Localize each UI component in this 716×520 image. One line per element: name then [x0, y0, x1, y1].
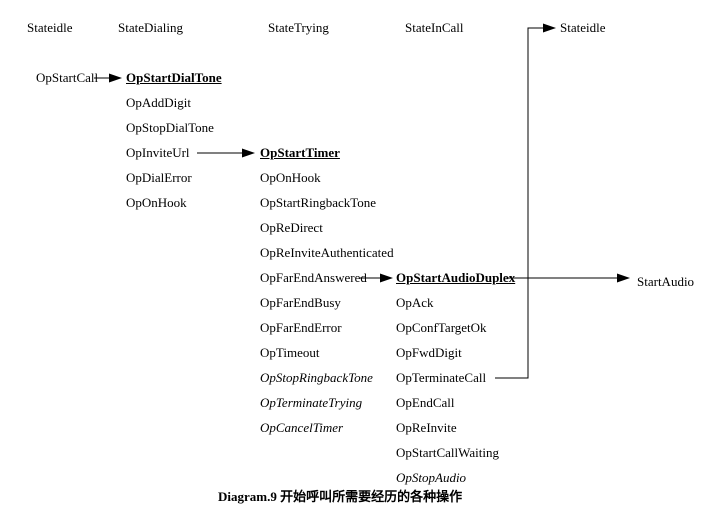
start-audio-label: StartAudio — [637, 274, 695, 289]
op-invite-url: OpInviteUrl — [126, 145, 190, 160]
op-far-end-answered: OpFarEndAnswered — [260, 270, 367, 285]
transition-arrow-far-end-answered — [360, 273, 393, 283]
op-terminate-call: OpTerminateCall — [396, 370, 487, 385]
diagram-caption: Diagram.9 开始呼叫所需要经历的各种操作 — [218, 489, 463, 504]
op-add-digit: OpAddDigit — [126, 95, 191, 110]
op-on-hook-dialing: OpOnHook — [126, 195, 187, 210]
op-dial-error: OpDialError — [126, 170, 192, 185]
state-header-idle-left: Stateidle — [27, 20, 73, 35]
op-fwd-digit: OpFwdDigit — [396, 345, 462, 360]
state-header-idle-right: Stateidle — [560, 20, 606, 35]
op-ack: OpAck — [396, 295, 434, 310]
op-stop-audio: OpStopAudio — [396, 470, 467, 485]
op-timeout: OpTimeout — [260, 345, 320, 360]
op-far-end-busy: OpFarEndBusy — [260, 295, 341, 310]
state-header-incall: StateInCall — [405, 20, 464, 35]
op-start-call: OpStartCall — [36, 70, 99, 85]
op-start-audio-duplex: OpStartAudioDuplex — [396, 270, 516, 285]
op-start-dial-tone: OpStartDialTone — [126, 70, 222, 85]
op-end-call: OpEndCall — [396, 395, 455, 410]
transition-arrow-start-audio — [508, 273, 630, 283]
op-redirect: OpReDirect — [260, 220, 323, 235]
op-reinvite: OpReInvite — [396, 420, 457, 435]
op-start-ringback-tone: OpStartRingbackTone — [260, 195, 377, 210]
op-start-timer: OpStartTimer — [260, 145, 340, 160]
op-start-call-waiting: OpStartCallWaiting — [396, 445, 499, 460]
op-stop-dial-tone: OpStopDialTone — [126, 120, 214, 135]
transition-arrow-start-call — [94, 73, 122, 83]
transition-arrow-terminate-call — [495, 23, 556, 379]
state-header-dialing: StateDialing — [118, 20, 183, 35]
op-far-end-error: OpFarEndError — [260, 320, 342, 335]
state-header-trying: StateTrying — [268, 20, 329, 35]
op-terminate-trying: OpTerminateTrying — [260, 395, 363, 410]
op-on-hook-trying: OpOnHook — [260, 170, 321, 185]
op-cancel-timer: OpCancelTimer — [260, 420, 344, 435]
transition-arrow-invite-url — [197, 148, 255, 158]
op-stop-ringback-tone: OpStopRingbackTone — [260, 370, 373, 385]
op-conf-target-ok: OpConfTargetOk — [396, 320, 487, 335]
op-reinvite-authenticated: OpReInviteAuthenticated — [260, 245, 394, 260]
